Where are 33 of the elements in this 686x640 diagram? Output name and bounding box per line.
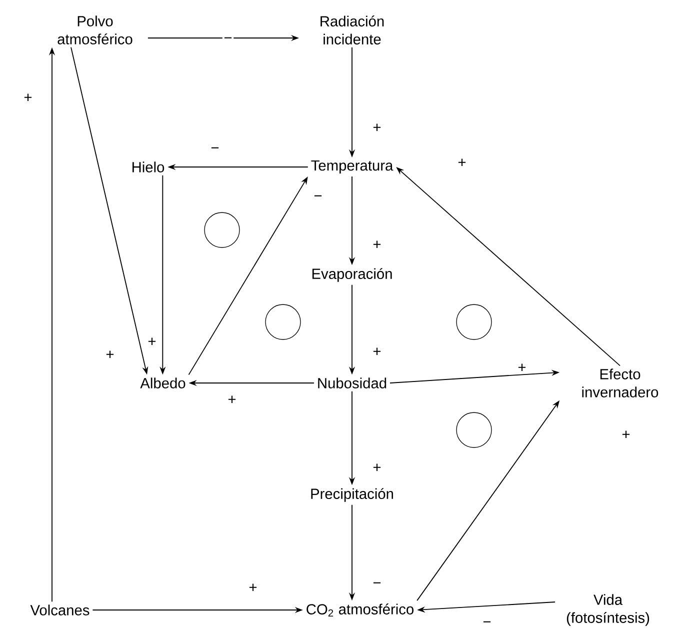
node-label: Nubosidad xyxy=(318,378,386,388)
sign-label: + xyxy=(371,122,383,134)
sign-label: + xyxy=(516,362,528,374)
sign-label: + xyxy=(247,582,259,594)
node-label: Hielo xyxy=(132,162,164,172)
sign-label: + xyxy=(22,92,34,104)
node-label: Albedo xyxy=(140,378,186,388)
sign-label: + xyxy=(371,462,383,474)
loop-circle xyxy=(204,212,240,248)
node-label: Radiación incidente xyxy=(320,16,384,44)
node-label: Evaporación xyxy=(312,268,392,282)
sign-label: + xyxy=(104,349,116,361)
sign-label: + xyxy=(456,157,468,169)
sign-label: − xyxy=(481,620,493,628)
node-label: Precipitación xyxy=(311,488,393,502)
sign-label: + xyxy=(371,346,383,358)
node-label: Volcanes xyxy=(30,604,90,616)
sign-label: + xyxy=(371,239,383,251)
node-label: Polvo atmosférico xyxy=(58,16,132,44)
sign-label: − xyxy=(312,194,324,202)
sign-label: − xyxy=(209,146,221,154)
sign-label: + xyxy=(146,336,158,348)
sign-label: − xyxy=(371,580,383,590)
node-label: CO$_{2}$ atmosférico xyxy=(306,604,414,616)
loop-circle xyxy=(456,304,492,340)
loop-circle xyxy=(456,412,492,448)
node-label: Efecto invernadero xyxy=(582,368,658,398)
loop-circle xyxy=(265,304,301,340)
sign-label: − xyxy=(222,36,234,44)
node-label: Temperatura xyxy=(311,160,394,174)
sign-label: + xyxy=(620,429,632,441)
node-label: Vida (fotosíntesis) xyxy=(566,594,650,626)
sign-label: + xyxy=(226,394,238,406)
